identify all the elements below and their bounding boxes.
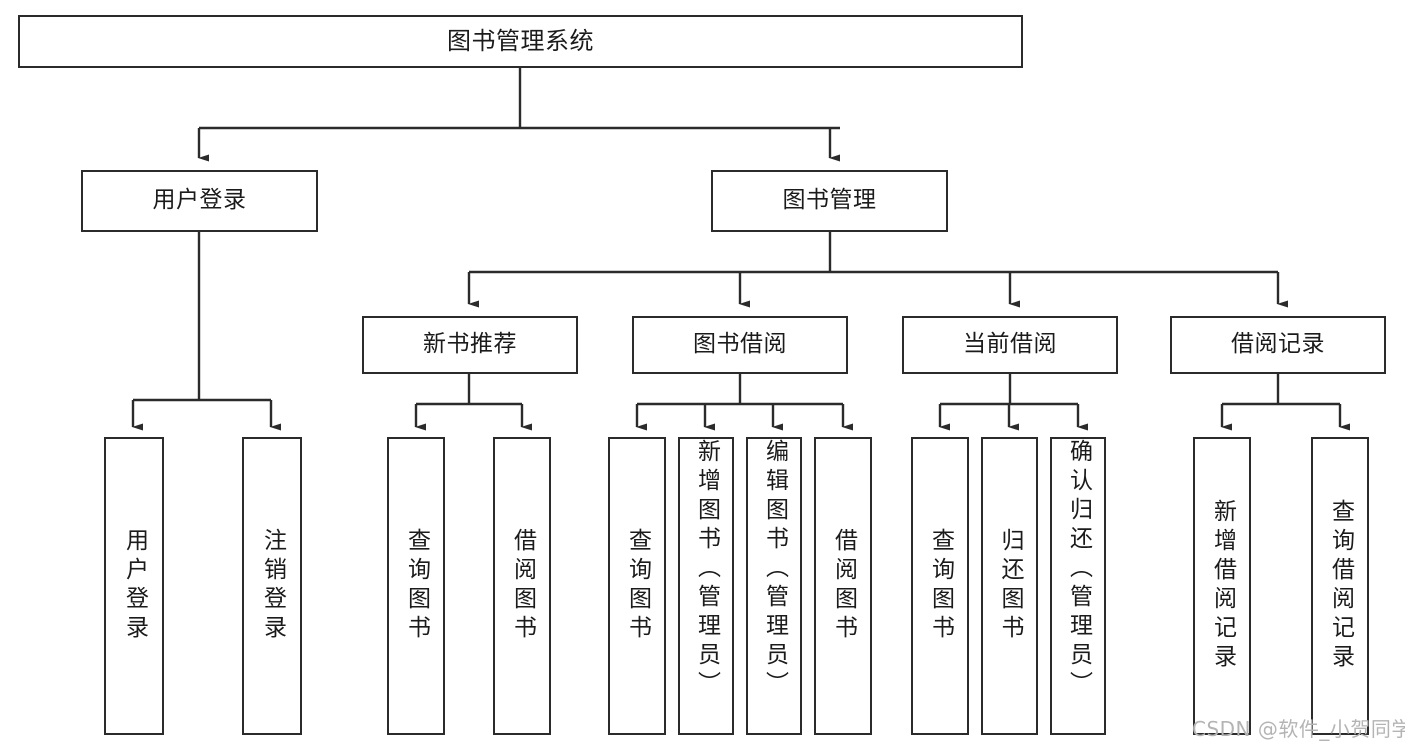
leaf-query-borrow-record[interactable]: 查询借阅记录	[1311, 437, 1369, 735]
node-new-book-recommendation[interactable]: 新书推荐	[362, 316, 578, 374]
leaf-query-book-newbook[interactable]: 查询图书	[387, 437, 445, 735]
node-label: 归还图书	[997, 528, 1023, 644]
node-label: 确认归还（管理员）	[1065, 439, 1092, 700]
leaf-add-borrow-record[interactable]: 新增借阅记录	[1193, 437, 1251, 735]
node-label: 新书推荐	[423, 331, 517, 358]
leaf-add-book-admin[interactable]: 新增图书（管理员）	[678, 437, 734, 735]
node-current-borrowing[interactable]: 当前借阅	[902, 316, 1118, 374]
leaf-return-book[interactable]: 归还图书	[981, 437, 1038, 735]
node-root-book-management-system[interactable]: 图书管理系统	[18, 15, 1023, 68]
node-label: 注销登录	[259, 528, 286, 644]
node-book-borrowing[interactable]: 图书借阅	[632, 316, 848, 374]
node-label: 用户登录	[121, 528, 148, 644]
leaf-query-book-current[interactable]: 查询图书	[911, 437, 969, 735]
node-label: 查询图书	[624, 528, 651, 644]
node-label: 查询借阅记录	[1327, 499, 1354, 673]
leaf-query-book-borrow[interactable]: 查询图书	[608, 437, 666, 735]
node-borrowing-record[interactable]: 借阅记录	[1170, 316, 1386, 374]
node-user-login[interactable]: 用户登录	[81, 170, 318, 232]
node-label: 新增图书（管理员）	[693, 439, 720, 700]
node-label: 图书管理	[782, 187, 877, 214]
leaf-borrow-book[interactable]: 借阅图书	[814, 437, 872, 735]
node-label: 图书管理系统	[447, 27, 594, 56]
node-label: 借阅图书	[509, 528, 536, 644]
node-label: 借阅图书	[830, 528, 857, 644]
node-label: 当前借阅	[963, 331, 1057, 358]
leaf-edit-book-admin[interactable]: 编辑图书（管理员）	[746, 437, 802, 735]
node-label: 借阅记录	[1231, 331, 1325, 358]
node-label: 图书借阅	[693, 331, 787, 358]
node-label: 查询图书	[927, 528, 954, 644]
node-label: 用户登录	[152, 187, 247, 214]
node-book-management[interactable]: 图书管理	[711, 170, 948, 232]
leaf-confirm-return-admin[interactable]: 确认归还（管理员）	[1050, 437, 1106, 735]
leaf-user-login[interactable]: 用户登录	[104, 437, 164, 735]
node-label: 编辑图书（管理员）	[761, 439, 788, 700]
leaf-borrow-book-newbook[interactable]: 借阅图书	[493, 437, 551, 735]
node-label: 新增借阅记录	[1209, 499, 1236, 673]
node-label: 查询图书	[403, 528, 430, 644]
csdn-watermark: CSDN @软件_小贺同学	[1192, 717, 1405, 741]
leaf-logout[interactable]: 注销登录	[242, 437, 302, 735]
